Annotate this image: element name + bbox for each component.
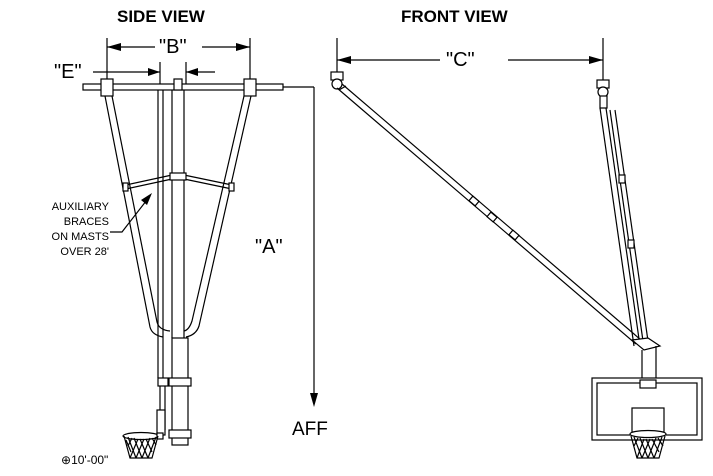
mast (156, 90, 192, 446)
front-view-title: FRONT VIEW (401, 7, 508, 26)
rim-height-value: 10'-00" (71, 453, 109, 467)
rim-height-label: ⊕10'-00" (61, 454, 108, 466)
dimension-b-line (106, 38, 251, 80)
auxiliary-braces-note: AUXILIARY BRACES ON MASTS OVER 28' (9, 200, 109, 260)
backboard (591, 377, 703, 441)
centerline-symbol-icon: ⊕ (61, 453, 72, 467)
aff-label: AFF (292, 419, 328, 440)
diagonal-arm (336, 83, 642, 345)
dimension-e-label: "E" (54, 61, 82, 83)
side-view (82, 38, 318, 459)
dimension-b-label: "B" (159, 36, 187, 58)
dimension-a-line (283, 86, 318, 407)
ceiling-clamps (100, 78, 257, 97)
side-view-hoop (122, 431, 164, 459)
dimension-a-label: "A" (255, 236, 283, 258)
note-line-2: BRACES (63, 216, 109, 228)
note-line-4: OVER 28' (60, 246, 109, 258)
vertical-arms (599, 107, 650, 349)
dimension-c-label: "C" (446, 49, 475, 71)
note-line-1: AUXILIARY (51, 201, 109, 213)
dimension-c-line (336, 38, 604, 85)
dimension-e-line (93, 62, 215, 86)
auxiliary-braces (122, 172, 235, 192)
front-view (330, 38, 703, 459)
side-view-title: SIDE VIEW (117, 7, 205, 26)
mast-frame (104, 95, 252, 338)
ceiling-fittings (330, 71, 610, 109)
note-line-3: ON MASTS (51, 231, 109, 243)
front-lower-mast (630, 337, 662, 380)
front-view-hoop (629, 429, 667, 459)
note-leader (110, 193, 152, 233)
